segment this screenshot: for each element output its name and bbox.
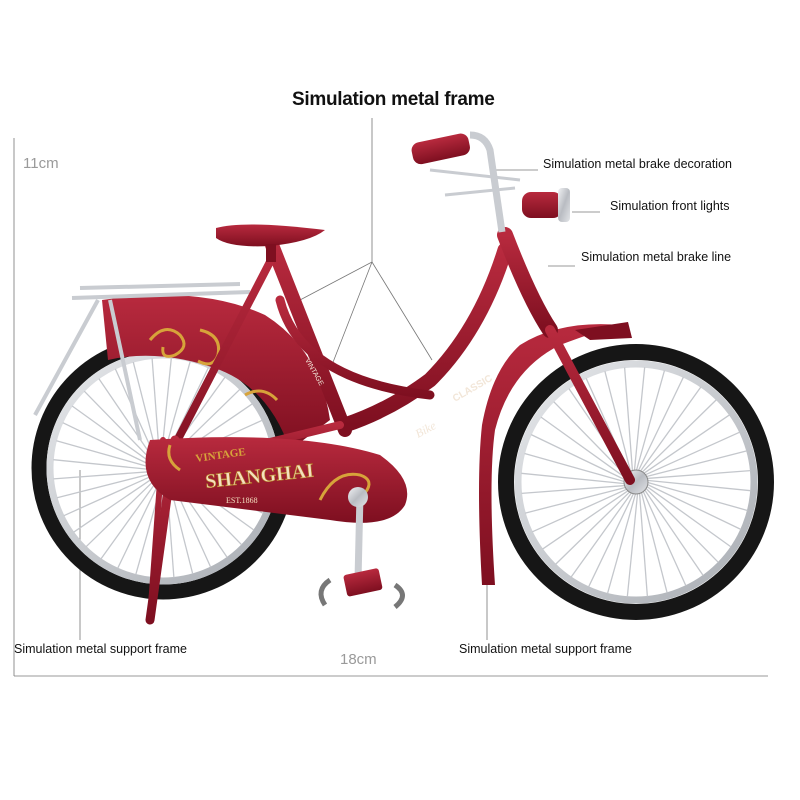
wheel-spoke: [525, 486, 628, 514]
front-lights-label: Simulation front lights: [610, 199, 730, 213]
wheel-spoke: [642, 414, 730, 475]
wheel-spoke: [73, 475, 157, 533]
wheel-spoke: [626, 491, 639, 597]
wheel-spoke: [100, 477, 161, 560]
wheel-spoke: [83, 390, 155, 464]
wheel-spoke: [638, 491, 649, 597]
wheel-spoke: [645, 484, 732, 548]
wheel-spoke: [521, 484, 627, 495]
wheel-spoke: [532, 487, 629, 533]
height-dimension-label: 11cm: [23, 155, 59, 172]
wheel-spoke: [644, 450, 747, 478]
wheel-spoke: [98, 378, 156, 462]
wheel-spoke: [570, 491, 634, 578]
wheel-spoke: [56, 440, 154, 469]
wheel-spoke: [623, 367, 634, 473]
wheel-spoke: [645, 483, 742, 530]
front-wheel: [498, 344, 774, 620]
wheel-spoke: [640, 399, 717, 474]
wheel-spoke: [645, 469, 751, 480]
wheel-spoke: [62, 422, 154, 467]
wheel-spoke: [117, 477, 162, 569]
saddle: [216, 224, 325, 262]
rotate-right-arrow-icon: [393, 582, 405, 609]
wheel-spoke: [635, 370, 666, 473]
bicycle-frame: [145, 227, 635, 625]
frame-title-label: Simulation metal frame: [292, 89, 495, 110]
wheel-spoke: [588, 491, 635, 588]
wheel-spoke: [641, 489, 687, 586]
length-dimension-label: 18cm: [340, 651, 377, 668]
rotate-left-arrow-icon: [318, 577, 332, 607]
wheel-spoke: [604, 371, 632, 474]
wheel-spoke: [63, 473, 156, 517]
wheel-spoke: [53, 459, 154, 471]
brake-line-label: Simulation metal brake line: [581, 250, 732, 264]
wheel-spoke: [521, 472, 627, 485]
wheel-spoke: [606, 491, 637, 594]
chain-guard: [145, 437, 408, 523]
wheel-spoke: [540, 416, 627, 480]
front-light: [522, 188, 570, 222]
wheel-spoke: [555, 490, 632, 565]
wheel-spoke: [638, 386, 702, 473]
wheel-spoke: [56, 472, 155, 499]
chainguard-est-text: EST.1868: [226, 496, 258, 505]
wheel-spoke: [633, 367, 646, 473]
wheel-spoke: [644, 486, 719, 563]
wheel-spoke: [645, 479, 751, 492]
wheel-spoke: [530, 434, 627, 481]
rear-fender: [102, 295, 330, 450]
wheel-spoke: [645, 481, 748, 512]
wheel-spoke: [643, 431, 740, 477]
pedal-crank: [343, 487, 383, 597]
wheel-spoke: [553, 401, 628, 478]
support-frame-right-label: Simulation metal support frame: [459, 642, 632, 656]
wheel-spoke: [524, 452, 627, 483]
wheel-spoke: [85, 476, 159, 548]
front-fender: [479, 324, 620, 585]
callout-line-frame-c: [371, 261, 433, 361]
wheel-spoke: [643, 488, 704, 576]
rear-rack: [33, 282, 251, 441]
wheel-spoke: [640, 490, 668, 593]
wheel-spoke: [71, 405, 154, 466]
wheel-spoke: [542, 489, 630, 550]
callout-line-frame-a: [299, 261, 373, 301]
wheel-spoke: [637, 376, 684, 473]
support-frame-left-label: Simulation metal support frame: [14, 642, 187, 656]
callout-line-frame-b: [329, 261, 373, 371]
handlebar: [411, 131, 521, 233]
handlebar-grip: [411, 133, 470, 165]
brake-decoration-label: Simulation metal brake decoration: [543, 157, 732, 171]
wheel-spoke: [53, 470, 154, 480]
downtube-bike-text: Bike: [413, 418, 439, 441]
